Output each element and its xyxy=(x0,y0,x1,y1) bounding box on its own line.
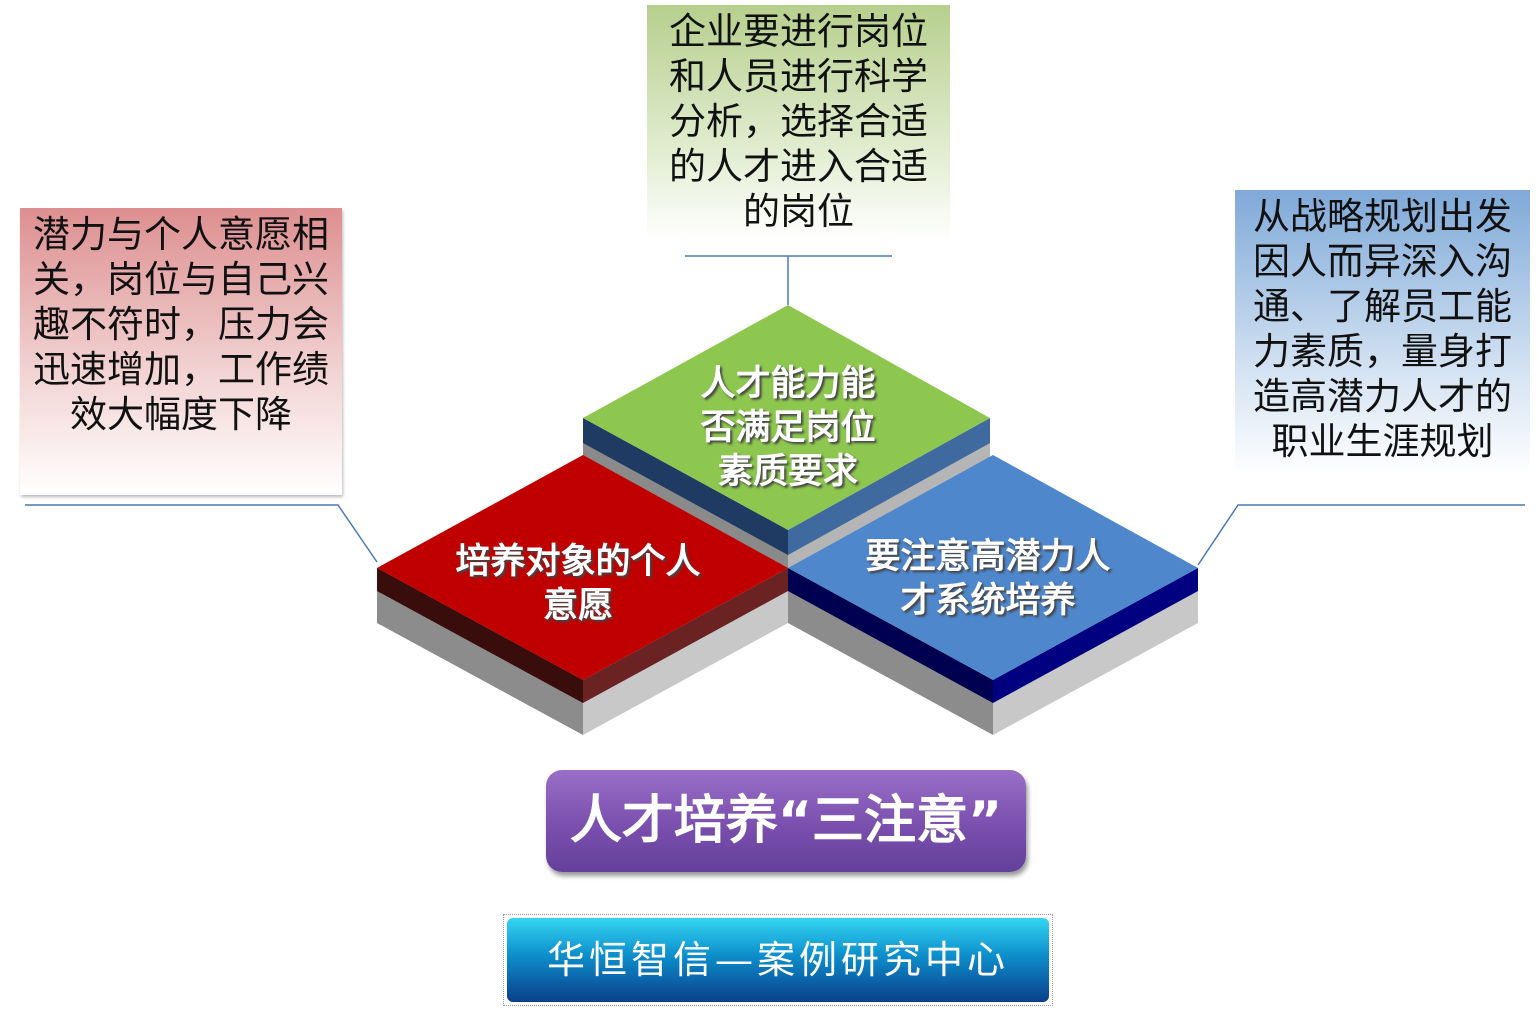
connector-right xyxy=(1197,504,1525,566)
connector-left xyxy=(25,504,378,563)
diamond-right-label: 要注意高潜力人 才系统培养 xyxy=(830,535,1146,623)
diamond-top-line2: 否满足岗位 xyxy=(700,408,876,448)
diamond-left-label: 培养对象的个人 意愿 xyxy=(420,540,736,628)
diamond-top-label: 人才能力能 否满足岗位 素质要求 xyxy=(650,362,926,494)
footer-banner: 华恒智信—案例研究中心 xyxy=(503,914,1053,1006)
diamond-top-line3: 素质要求 xyxy=(717,452,858,492)
diamond-top xyxy=(583,305,990,575)
note-right: 从战略规划出发因人而异深入沟通、了解员工能力素质，量身打造高潜力人才的职业生涯规… xyxy=(1235,190,1530,475)
diamond-left-line2: 意愿 xyxy=(542,586,613,626)
diamond-left-line1: 培养对象的个人 xyxy=(455,542,701,582)
note-left: 潜力与个人意愿相关，岗位与自己兴趣不符时，压力会迅速增加，工作绩效大幅度下降 xyxy=(20,208,342,495)
diamond-right xyxy=(788,455,1198,735)
title-banner: 人才培养“三注意” xyxy=(546,770,1026,872)
footer-text: 华恒智信—案例研究中心 xyxy=(507,918,1049,1002)
diamond-left xyxy=(377,455,788,735)
connector-lines xyxy=(25,255,1525,566)
diamond-right-line1: 要注意高潜力人 xyxy=(865,537,1111,577)
diamond-top-line1: 人才能力能 xyxy=(700,364,876,404)
note-top: 企业要进行岗位和人员进行科学分析，选择合适的人才进入合适的岗位 xyxy=(647,5,950,240)
diamond-right-line2: 才系统培养 xyxy=(900,581,1076,621)
